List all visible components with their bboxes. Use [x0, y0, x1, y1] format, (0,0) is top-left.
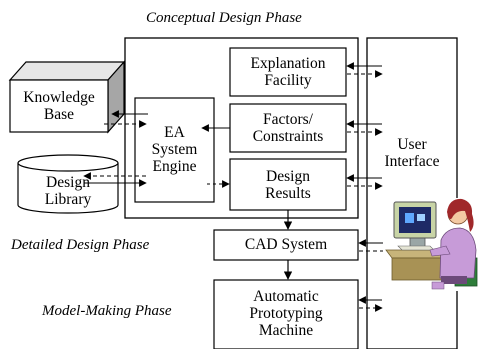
cad-system-label: CAD System	[244, 236, 328, 253]
knowledge-engine-arrows	[104, 110, 148, 128]
explanation-facility-label: Explanation Facility	[250, 55, 326, 89]
design-library-label: Design Library	[44, 174, 92, 208]
knowledge-base-box	[8, 60, 126, 134]
knowledge-base-label: Knowledge Base	[23, 89, 95, 123]
factors-constraints-label: Factors/ Constraints	[252, 111, 324, 145]
user-interface-label: User Interface	[384, 136, 440, 170]
ea-system-engine-label: EA System Engine	[151, 124, 198, 175]
prototyping-ui-arrows	[358, 296, 383, 312]
factors-ui-arrows	[346, 120, 383, 136]
explanation-facility-box	[229, 47, 347, 97]
prototyping-machine-label: Automatic Prototyping Machine	[249, 288, 323, 339]
cad-system-box	[213, 229, 359, 261]
model-making-phase-label: Model-Making Phase	[42, 303, 172, 319]
explanation-ui-arrows	[346, 62, 383, 78]
factors-constraints-box	[229, 103, 347, 153]
conceptual-phase-label: Conceptual Design Phase	[146, 10, 302, 26]
design-results-label: Design Results	[265, 168, 311, 202]
library-engine-arrows	[83, 172, 147, 187]
ea-system-engine-box	[134, 97, 215, 203]
user-interface-column	[366, 37, 458, 349]
results-ui-arrows	[346, 174, 383, 190]
prototyping-machine-box	[213, 279, 359, 349]
detailed-phase-label: Detailed Design Phase	[11, 237, 150, 253]
conceptual-phase-frame	[124, 37, 359, 219]
user-at-computer-icon	[383, 198, 481, 291]
